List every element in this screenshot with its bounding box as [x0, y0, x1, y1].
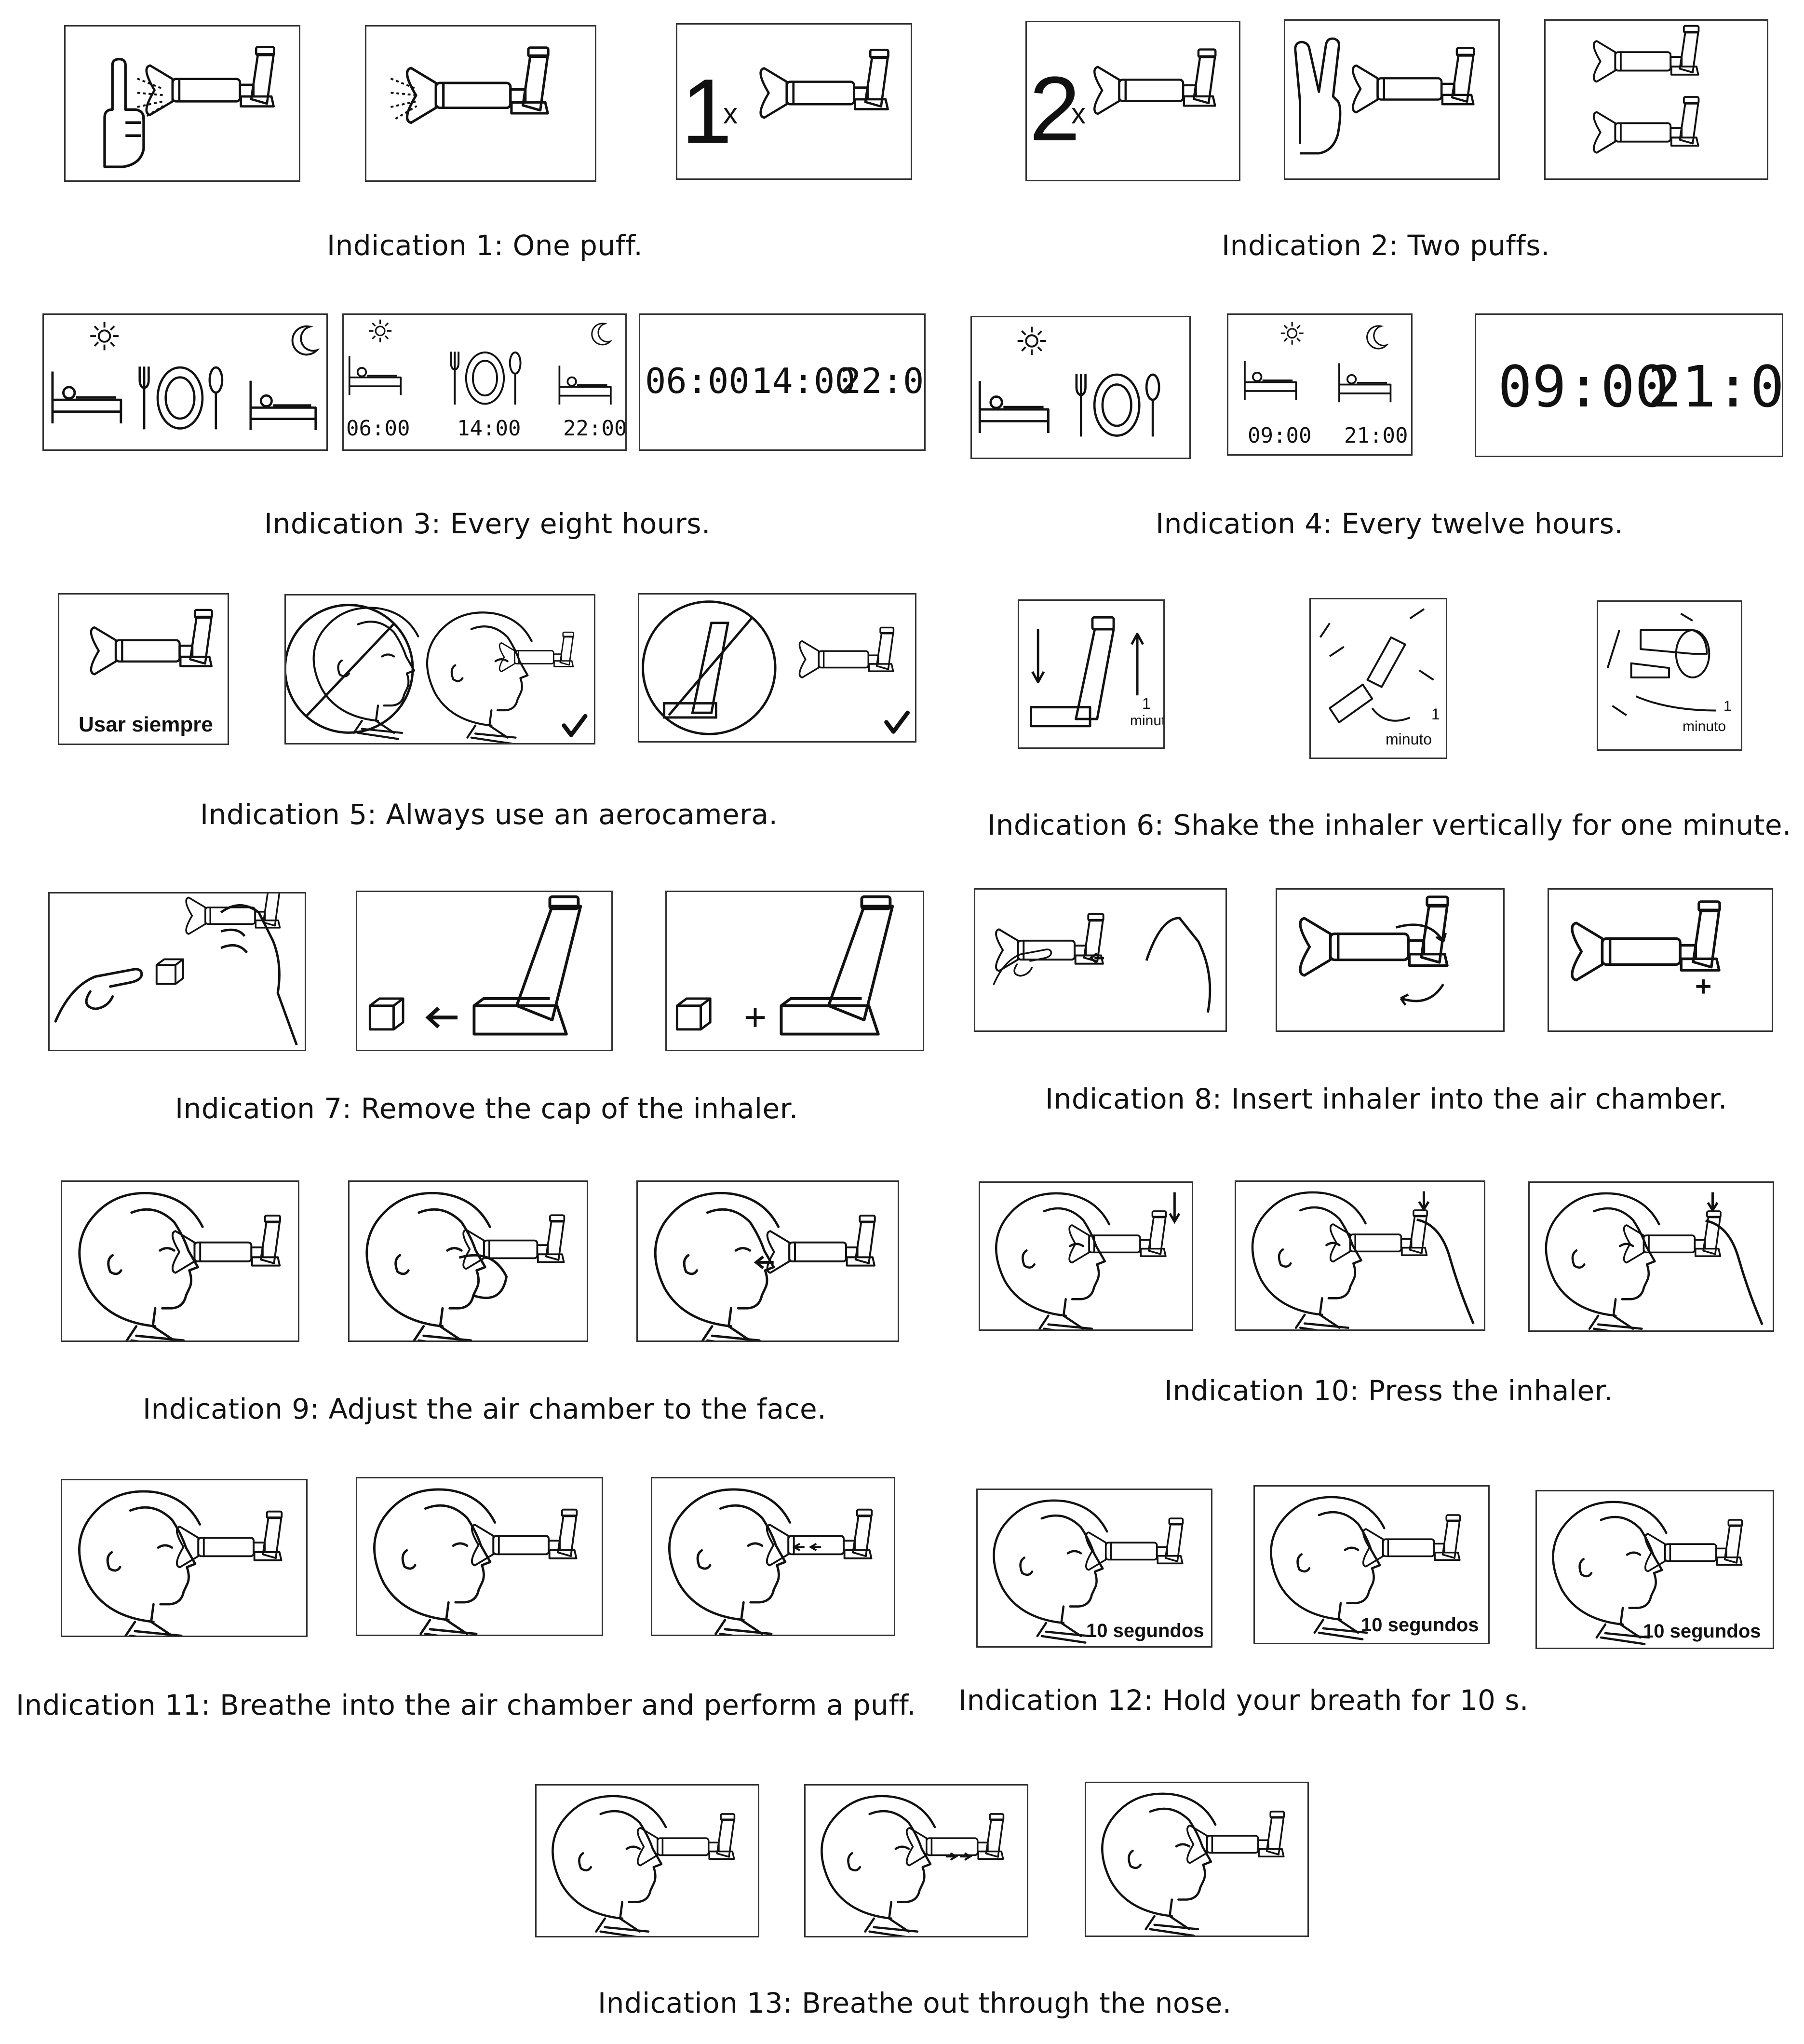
- panel-4b: 09:00 21:00: [1227, 313, 1413, 456]
- clock-time-3: 22:00: [840, 361, 924, 401]
- usar-siempre-label: Usar siempre: [79, 713, 213, 736]
- panel-9a: [61, 1180, 299, 1342]
- panel-10a: [979, 1181, 1193, 1331]
- caption-9: Indication 9: Adjust the air chamber to …: [143, 1393, 827, 1425]
- clock-time-1: 09:00: [1498, 353, 1669, 420]
- panel-6c: 1 minuto: [1597, 600, 1742, 751]
- panel-1a: [64, 25, 300, 182]
- panel-6b: 1 minuto: [1309, 598, 1447, 759]
- caption-2: Indication 2: Two puffs.: [1222, 229, 1550, 262]
- minuto-label: minuto: [1130, 713, 1163, 729]
- caption-11: Indication 11: Breathe into the air cham…: [16, 1689, 916, 1721]
- minuto-label: minuto: [1386, 731, 1432, 748]
- sun-icon: [89, 321, 120, 352]
- shake-icon: [1030, 616, 1144, 728]
- panel-7a: [48, 892, 306, 1051]
- panel-9b: [348, 1180, 588, 1342]
- panel-8b: [1276, 888, 1505, 1032]
- spacer-inhaler-icon: [677, 25, 911, 178]
- panel-8c: [1548, 888, 1773, 1032]
- panel-5c: [638, 593, 916, 743]
- panel-8a: [974, 888, 1227, 1032]
- caption-1: Indication 1: One puff.: [327, 229, 643, 262]
- times-sign: x: [1071, 97, 1086, 130]
- spacer-inhaler-icon: [147, 47, 274, 115]
- panel-1b: [365, 25, 596, 182]
- panel-2a: 2 x: [1025, 21, 1240, 181]
- ten-seconds-label: 10 segundos: [1086, 1620, 1204, 1641]
- spacer-inhaler-icon: [390, 27, 595, 180]
- caption-10: Indication 10: Press the inhaler.: [1164, 1374, 1613, 1407]
- caption-12: Indication 12: Hold your breath for 10 s…: [958, 1684, 1529, 1717]
- panel-5a: Usar siempre: [58, 593, 229, 745]
- two-fingers-icon: [1294, 37, 1498, 155]
- time-night: 22:00: [563, 416, 627, 441]
- arrow-icon: [425, 1006, 458, 1029]
- panel-3c: 06:00 14:00 22:00: [639, 313, 926, 451]
- panel-7b: [356, 891, 613, 1051]
- panel-13c: [1085, 1782, 1309, 1937]
- moon-icon: [291, 325, 318, 356]
- panel-10c: [1528, 1181, 1774, 1332]
- one-minute-number: 1: [1142, 695, 1151, 712]
- face-icon: [314, 608, 418, 739]
- one-minute-number: 1: [1431, 705, 1440, 723]
- panel-2c: [1544, 19, 1768, 180]
- panel-12a: 10 segundos: [976, 1489, 1212, 1648]
- ten-seconds-label: 10 segundos: [1643, 1621, 1761, 1642]
- shake-icon: [1319, 608, 1434, 724]
- panel-11c: [651, 1477, 895, 1636]
- caption-13: Indication 13: Breathe out through the n…: [598, 1987, 1232, 2019]
- times-sign: x: [723, 97, 738, 130]
- panel-12c: 10 segundos: [1535, 1490, 1774, 1649]
- check-icon: [564, 716, 585, 735]
- panel-12b: 10 segundos: [1253, 1485, 1490, 1644]
- bed-icon: [53, 371, 121, 423]
- one-count: 1: [681, 60, 732, 162]
- panel-11a: [61, 1479, 308, 1637]
- panel-3a: [42, 313, 328, 451]
- spacer-inhaler-icon: [171, 1214, 281, 1274]
- caption-5: Indication 5: Always use an aerocamera.: [200, 798, 778, 831]
- panel-4c: 09:00 21:00: [1475, 313, 1783, 457]
- clock-time-2: 14:00: [751, 361, 856, 401]
- panel-9c: [636, 1180, 899, 1342]
- ten-seconds-label: 10 segundos: [1361, 1614, 1479, 1636]
- clock-time-2: 21:00: [1647, 353, 1783, 420]
- spacer-inhaler-icon: [1027, 22, 1239, 180]
- plate-cutlery-icon: [140, 366, 222, 429]
- panel-13a: [535, 1784, 759, 1937]
- panel-6a: 1 minuto: [1018, 599, 1165, 749]
- caption-4: Indication 4: Every twelve hours.: [1156, 507, 1624, 540]
- panel-7c: [665, 891, 924, 1051]
- two-count: 2: [1029, 58, 1080, 160]
- panel-3b: 06:00 14:00 22:00: [342, 313, 627, 451]
- clock-time-1: 06:00: [645, 361, 750, 401]
- caption-7: Indication 7: Remove the cap of the inha…: [175, 1092, 798, 1125]
- caption-8: Indication 8: Insert inhaler into the ai…: [1045, 1083, 1727, 1115]
- cap-icon: [155, 958, 184, 985]
- time-night: 21:00: [1344, 423, 1408, 448]
- panel-4a: [970, 316, 1191, 459]
- minuto-label: minuto: [1683, 718, 1726, 734]
- hand-icon: [55, 969, 142, 1021]
- check-icon: [887, 713, 908, 731]
- panel-5b: [284, 594, 595, 745]
- time-morning: 06:00: [346, 416, 410, 441]
- time-morning: 09:00: [1248, 423, 1312, 448]
- panel-2b: [1284, 19, 1500, 180]
- panel-13b: [804, 1784, 1028, 1937]
- one-minute-number: 1: [1723, 698, 1732, 714]
- shake-icon: [1606, 612, 1717, 716]
- cap-icon: [370, 999, 403, 1029]
- panel-11b: [356, 1477, 603, 1636]
- finger-icon: [66, 27, 299, 180]
- caption-6: Indication 6: Shake the inhaler vertical…: [987, 809, 1791, 841]
- panel-10b: [1235, 1180, 1485, 1331]
- caption-3: Indication 3: Every eight hours.: [264, 507, 711, 540]
- panel-1c: 1 x: [676, 23, 912, 180]
- time-afternoon: 14:00: [457, 416, 521, 441]
- spacer-inhaler-icon: [1593, 25, 1700, 154]
